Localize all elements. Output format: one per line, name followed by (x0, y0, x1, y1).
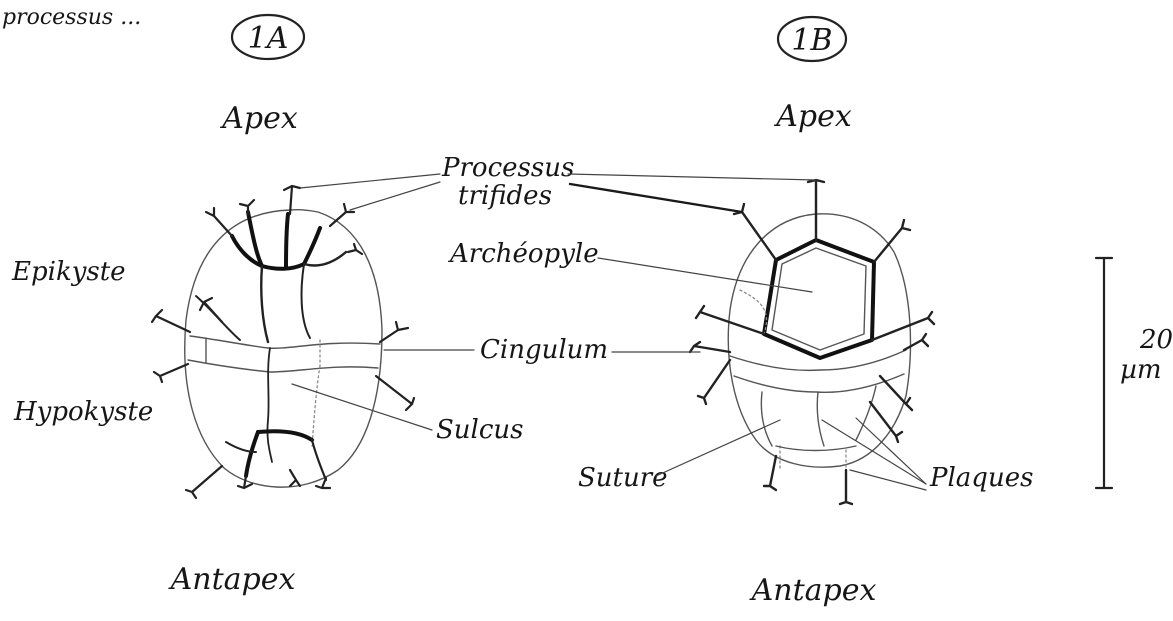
figure-1a-suture-epi-8 (300, 263, 311, 339)
process (806, 178, 826, 242)
process (902, 332, 930, 352)
process (762, 454, 778, 492)
process (184, 464, 224, 500)
figure-1b-processes (688, 178, 936, 506)
process (838, 468, 854, 506)
process (868, 400, 904, 444)
process (694, 304, 766, 336)
figure-1b-suture-3 (760, 391, 773, 447)
label-epikyste: Epikyste (11, 257, 126, 287)
process (204, 206, 234, 238)
figure-1a-sulcus-2 (311, 365, 321, 447)
figure-1a-antapex: Antapex (168, 562, 296, 597)
leader-processus-1b-top (567, 173, 817, 181)
label-cingulum: Cingulum (480, 335, 608, 365)
figure-1b-label: 1B (791, 23, 832, 58)
figure-1b-cyst-outline (727, 213, 912, 468)
figure-1a-suture-epi-6 (230, 234, 264, 268)
leader-lines (291, 173, 927, 491)
figure-1b-suture-5 (855, 385, 877, 441)
label-suture: Suture (578, 463, 668, 493)
process (872, 218, 912, 264)
figure-1a-cingulum-top (189, 335, 381, 349)
figure-1a-suture-epi-2 (260, 262, 306, 271)
figure-1a-label: 1A (248, 21, 289, 56)
figure-1b-archeopyle-inner (771, 247, 867, 351)
leader-plaques-3 (849, 469, 927, 491)
figure-1a-apex: Apex (219, 101, 298, 136)
figure-1b-apex: Apex (773, 99, 852, 134)
leader-archeopyle (597, 257, 813, 293)
figure-1b-suture-4 (816, 391, 825, 447)
figure-1a-suture-hypo-4 (225, 441, 257, 453)
process (282, 184, 302, 216)
scale-bar-unit: µm (1120, 355, 1162, 385)
top-left-fragment: processus ... (2, 5, 141, 30)
figure-1b-suture-8 (739, 289, 768, 335)
process (198, 296, 224, 324)
figure-1a-sulcus (266, 347, 273, 463)
figure-1b-suture-1 (729, 349, 907, 372)
figure-1a-suture-epi-1 (246, 210, 264, 268)
leader-plaques-1 (821, 419, 927, 485)
leader-processus-1a-top (299, 173, 441, 189)
label-trifides: trifides (458, 181, 552, 211)
figure-1a-suture-epi-3 (284, 212, 290, 270)
figure-1a-cyst-outline (184, 208, 383, 488)
process (378, 320, 410, 344)
figure-1b-suture-2 (733, 373, 905, 394)
leader-sulcus (291, 383, 433, 431)
figure-1a-suture-epi-5 (302, 250, 348, 267)
figure-1b-suture-6 (779, 445, 847, 471)
process (688, 340, 732, 354)
label-plaques: Plaques (929, 463, 1033, 493)
process (236, 474, 254, 490)
figure-1a: 1A Apex Antapex (150, 13, 416, 597)
process (314, 476, 332, 490)
figure-1b-badge (776, 15, 848, 63)
label-processus: Processus (441, 153, 574, 183)
process (346, 242, 364, 256)
figure-1a-suture-hypo-3 (310, 438, 328, 482)
figure-1a-suture-epi-4 (302, 226, 322, 266)
figure-1b: 1B Apex Antapex (688, 15, 936, 608)
figure-1b-archeopyle (762, 238, 876, 360)
process (288, 468, 302, 488)
label-archeopyle: Archéopyle (448, 239, 599, 269)
scale-bar-value: 20 (1139, 325, 1173, 355)
label-sulcus: Sulcus (436, 415, 524, 445)
figure-1a-processes (150, 184, 416, 500)
process (696, 358, 732, 406)
process (150, 308, 192, 334)
process (878, 374, 914, 412)
leader-suture (655, 419, 781, 477)
process (328, 202, 356, 228)
process (238, 198, 256, 216)
figure-1a-suture-hypo-2 (256, 429, 314, 442)
figure-1a-cingulum-bottom (187, 359, 379, 373)
leader-plaques-2 (855, 417, 927, 485)
figure-1b-suture-7 (775, 445, 857, 452)
leader-processus-1a-right (349, 181, 441, 211)
scale-bar: 20 µm (1094, 256, 1173, 490)
process (374, 374, 416, 412)
process (152, 362, 190, 384)
process (870, 310, 936, 342)
label-hypokyste: Hypokyste (13, 397, 153, 427)
figure-1a-suture-hypo-1 (244, 430, 260, 478)
figure-1a-badge (230, 13, 306, 61)
figure-1b-antapex: Antapex (749, 573, 877, 608)
leader-processus-1b-left (568, 182, 744, 214)
figure-1a-suture-epi-7 (260, 264, 270, 344)
